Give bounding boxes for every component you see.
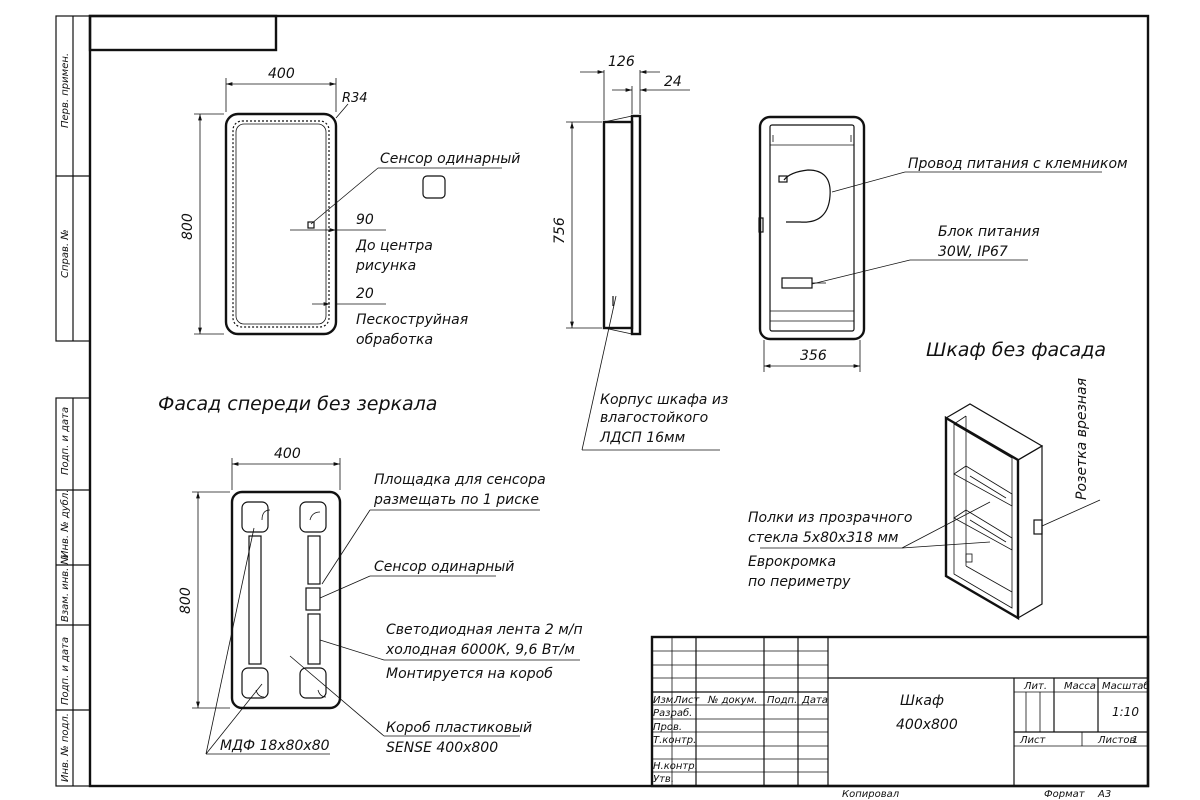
front-offset-20: 20 xyxy=(356,286,374,302)
iso-shelves-label-2: стекла 5x80x318 мм xyxy=(748,530,899,546)
back-sensor xyxy=(305,587,321,611)
front-center-label-2: рисунка xyxy=(355,258,416,274)
tb-data: Дата xyxy=(801,695,828,706)
stamp-perv-primen: Перв. примен. xyxy=(60,53,71,128)
glass-shelf xyxy=(953,509,1013,551)
front-center-label-1: До центра xyxy=(355,238,433,254)
left-stamp: Перв. примен. Справ. № Подп. и дата Инв.… xyxy=(55,15,91,787)
iso-shelves-label-1: Полки из прозрачного xyxy=(748,510,912,526)
back-led-label-2: холодная 6000К, 9,6 Вт/м xyxy=(385,642,575,658)
tb-format: Формат xyxy=(1044,789,1086,800)
back-width-dim: 400 xyxy=(274,446,301,462)
cabinet-psu-label-2: 30W, IP67 xyxy=(938,244,1008,260)
back-sensor-label: Сенсор одинарный xyxy=(374,559,514,575)
tb-sheets: Листов xyxy=(1097,735,1135,746)
stamp-inv-dubl: Инв. № дубл. xyxy=(59,490,71,558)
iso-edge-label-2: по периметру xyxy=(748,574,851,590)
iso-socket-label: Розетка врезная xyxy=(1074,378,1090,500)
stamp-podp-data-1: Подп. и дата xyxy=(60,407,71,475)
tb-tkontr: Т.контр. xyxy=(653,735,696,746)
cabinet-view: Провод питания с клемником Блок питания … xyxy=(758,115,1128,372)
power-supply xyxy=(781,277,813,289)
back-view: 400 800 Площадка для сенсора размещать п… xyxy=(178,446,583,756)
side-body-label-3: ЛДСП 16мм xyxy=(599,430,686,446)
tb-masshtab: Масштаб xyxy=(1102,680,1150,692)
tb-prov: Пров. xyxy=(653,722,682,733)
back-led-label-3: Монтируется на короб xyxy=(386,666,553,682)
tb-doc-no: № докум. xyxy=(707,695,757,706)
stamp-sprav-no: Справ. № xyxy=(60,229,71,278)
sensor-icon xyxy=(422,175,446,199)
glass-shelf xyxy=(953,465,1013,507)
iso-view: Розетка врезная Полки из прозрачного сте… xyxy=(748,378,1101,621)
front-offset-90: 90 xyxy=(356,212,374,228)
tb-utv: Утв. xyxy=(653,774,674,785)
tb-kopiroval: Копировал xyxy=(842,789,900,800)
back-pad-label-1: Площадка для сенсора xyxy=(374,472,546,488)
socket xyxy=(1033,519,1043,535)
iso-edge-label-1: Еврокромка xyxy=(748,554,836,570)
front-width-dim: 400 xyxy=(268,66,295,82)
tb-massa: Масса xyxy=(1064,681,1096,692)
side-body-label-2: влагостойкого xyxy=(600,410,708,426)
back-height-dim: 800 xyxy=(178,587,194,614)
front-sensor-label: Сенсор одинарный xyxy=(380,151,520,167)
side-body-label-1: Корпус шкафа из xyxy=(600,392,728,408)
front-radius-dim: R34 xyxy=(342,91,368,106)
tb-sheet: Лист xyxy=(1019,735,1047,746)
tb-razrab: Разраб. xyxy=(653,707,692,719)
tb-name-2: 400x800 xyxy=(896,717,958,733)
side-view: 126 24 756 Корпус шкафа из влагостойкого… xyxy=(552,54,728,451)
front-height-dim: 800 xyxy=(180,213,196,240)
stamp-inv-podl: Инв. № подл. xyxy=(60,713,71,782)
tb-list: Лист xyxy=(673,695,701,706)
stamp-vzam-inv: Взам. инв. № xyxy=(60,554,71,622)
title-block: Изм. Лист № докум. Подп. Дата Разраб. Пр… xyxy=(650,635,1150,800)
tb-nkontr: Н.контр. xyxy=(653,761,698,772)
side-depth-dim: 126 xyxy=(608,54,635,70)
front-view: 400 R34 800 Сенсор одинарный 90 До центр… xyxy=(158,66,520,415)
power-cable xyxy=(783,169,831,223)
cabinet-cable-label: Провод питания с клемником xyxy=(908,156,1128,172)
cabinet-psu-label-1: Блок питания xyxy=(938,224,1040,240)
side-front-thickness-dim: 24 xyxy=(664,74,682,90)
front-sand-label-1: Пескоструйная xyxy=(356,312,468,328)
tb-podp: Подп. xyxy=(767,695,797,706)
front-sand-label-2: обработка xyxy=(356,332,433,348)
tb-izm: Изм. xyxy=(653,695,677,706)
tb-scale: 1:10 xyxy=(1112,705,1139,719)
tb-lit: Лит. xyxy=(1023,681,1047,692)
back-led-label-1: Светодиодная лента 2 м/п xyxy=(386,622,583,638)
front-view-title: Фасад спереди без зеркала xyxy=(158,393,437,415)
side-height-dim: 756 xyxy=(552,217,568,244)
back-pad-label-2: размещать по 1 риске xyxy=(373,492,539,508)
cabinet-width-dim: 356 xyxy=(800,348,827,364)
tb-name-1: Шкаф xyxy=(900,693,944,709)
back-mdf-label: МДФ 18x80x80 xyxy=(220,738,330,754)
back-box-label-1: Короб пластиковый xyxy=(386,720,532,736)
stamp-podp-data-2: Подп. и дата xyxy=(60,637,71,705)
tb-format-value: А3 xyxy=(1097,789,1111,800)
back-box-label-2: SENSE 400x800 xyxy=(386,740,498,756)
tb-sheets-count: 1 xyxy=(1132,735,1138,746)
cabinet-view-title: Шкаф без фасада xyxy=(926,339,1106,361)
